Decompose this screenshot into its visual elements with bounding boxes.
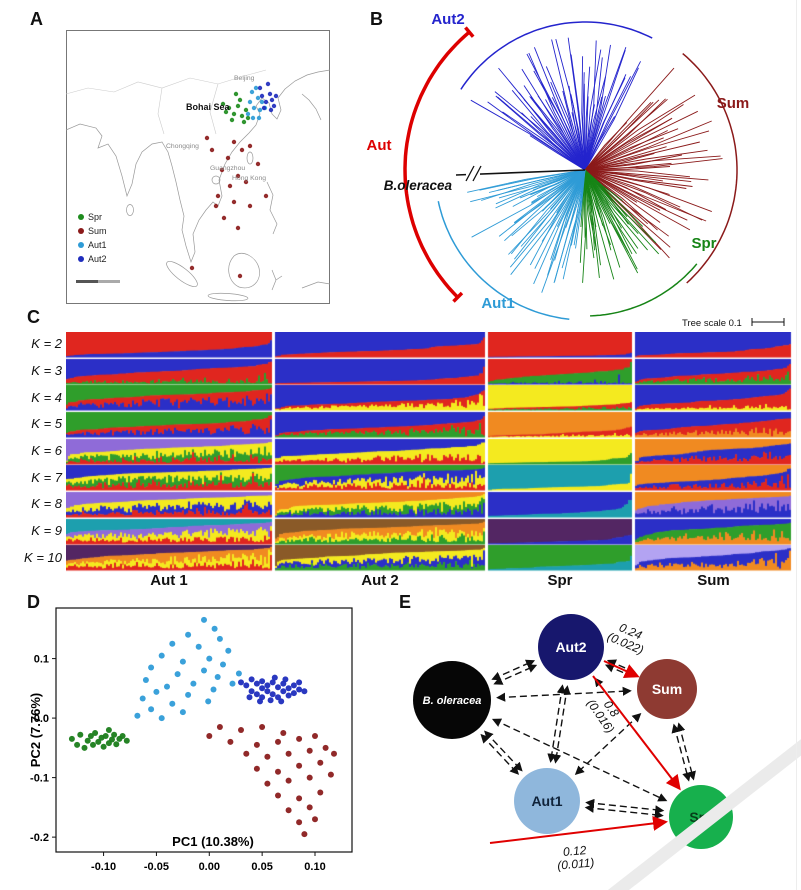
tree-cluster-Aut1 xyxy=(467,169,586,293)
panel-label-c: C xyxy=(27,307,40,327)
gene-flow-dashed-edge xyxy=(484,730,523,772)
k-row-label: K = 9 xyxy=(31,523,62,538)
map-label: Chongqing xyxy=(166,143,199,150)
gene-flow-dashed-edge xyxy=(671,723,692,782)
k-row-label: K = 7 xyxy=(31,469,62,485)
pca-series-Sum xyxy=(206,724,337,838)
panel-label-e: E xyxy=(399,592,412,612)
tree-arc xyxy=(682,53,738,284)
network-node-label: Sum xyxy=(652,681,682,697)
map-label: Beijing xyxy=(234,75,255,82)
legend-swatch-Aut2 xyxy=(78,256,84,262)
legend-label: Aut2 xyxy=(88,254,107,264)
pca-y-tick: 0.1 xyxy=(34,654,49,666)
map-label: Hong Kong xyxy=(232,175,266,182)
tree-cluster-Spr xyxy=(579,169,660,283)
pca-series-Aut2 xyxy=(238,674,308,705)
map-label: Bohai Sea xyxy=(186,102,231,112)
tree-cluster-Aut2 xyxy=(470,37,641,171)
k-row-label: K = 2 xyxy=(31,336,62,352)
gene-flow-red-edge xyxy=(489,815,668,844)
network-node-label: Aut1 xyxy=(531,793,562,809)
panel-label-b: B xyxy=(370,9,383,29)
legend-swatch-Sum xyxy=(78,228,84,234)
pca-x-tick: 0.10 xyxy=(304,861,325,873)
legend-label: Sum xyxy=(88,226,107,236)
tree-arc xyxy=(590,263,698,317)
legend-swatch-Spr xyxy=(78,214,84,220)
gene-flow-value: 0.24(0.022) xyxy=(605,617,651,657)
tree-cluster-label: Spr xyxy=(691,235,716,252)
k-row-label: K = 6 xyxy=(31,443,62,458)
pca-x-tick: 0.05 xyxy=(251,861,272,873)
population-label: Aut 1 xyxy=(150,572,188,589)
gene-flow-dashed-edge xyxy=(584,803,664,820)
tree-cluster-label: Aut1 xyxy=(481,295,514,312)
pca-x-axis-label: PC1 (10.38%) xyxy=(172,834,254,849)
network-node-aut2 xyxy=(538,614,604,680)
map-sample-points-Aut2 xyxy=(257,81,279,113)
gene-flow-value: 0.12(0.011) xyxy=(556,842,595,872)
tree-cluster-label: Aut xyxy=(367,137,392,154)
map-scale-bar xyxy=(76,280,120,283)
pca-plot: -0.10 -0.05 0.00 0.05 0.10 0.1 0.0 -0.1 -0.2 PC1 … xyxy=(28,607,353,873)
pca-x-tick: -0.05 xyxy=(144,861,169,873)
gene-flow-dashed-edge xyxy=(480,733,520,775)
map-sample-points-Sum xyxy=(189,135,269,279)
gene-flow-dashed-edge xyxy=(491,659,536,681)
population-label: Spr xyxy=(547,572,573,589)
gene-flow-network: B. oleraceaAut2SumAut1Spr0.24(0.022)0.8(… xyxy=(413,614,733,873)
panel-label-a: A xyxy=(30,9,43,29)
gene-flow-dashed-edge xyxy=(547,684,566,763)
network-node-boleracea xyxy=(413,661,491,739)
outgroup-label: B.oleracea xyxy=(384,178,453,193)
network-node-label: B. oleracea xyxy=(423,695,482,707)
page-edge-line xyxy=(796,0,797,890)
tree-arc xyxy=(403,30,471,299)
population-label: Sum xyxy=(697,572,730,589)
admixture-plot xyxy=(66,332,792,572)
gene-flow-dashed-edge xyxy=(496,686,632,702)
network-node-label: Aut2 xyxy=(555,639,586,655)
tree-scale-label: Tree scale 0.1 xyxy=(682,318,742,329)
pca-series-Spr xyxy=(68,727,130,751)
gene-flow-red-edge xyxy=(603,660,640,678)
tree-arc xyxy=(437,201,570,320)
pca-y-tick: 0.0 xyxy=(34,713,49,725)
gene-flow-dashed-edge xyxy=(606,659,636,674)
legend-label: Spr xyxy=(88,212,102,222)
tree-cluster-label: Sum xyxy=(717,95,750,112)
pca-plot-frame xyxy=(55,607,353,853)
k-row-label: K = 3 xyxy=(31,363,62,378)
pca-x-tick: -0.10 xyxy=(91,861,116,873)
pca-y-axis-label: PC2 (7.76%) xyxy=(28,693,43,767)
legend-swatch-Aut1 xyxy=(78,242,84,248)
tree-cluster-label: Aut2 xyxy=(431,11,464,28)
pca-y-tick: -0.2 xyxy=(30,832,49,844)
pca-x-tick: 0.00 xyxy=(199,861,220,873)
tree-arc xyxy=(460,21,653,90)
k-row-label: K = 4 xyxy=(31,389,62,405)
k-row-label: K = 10 xyxy=(24,549,62,565)
population-label: Aut 2 xyxy=(361,572,399,589)
k-row-label: K = 8 xyxy=(31,496,62,512)
pca-series-Aut1 xyxy=(134,616,242,722)
k-row-label: K = 5 xyxy=(31,416,62,432)
gene-flow-dashed-edge xyxy=(552,685,571,764)
map-label: Guangzhou xyxy=(210,165,245,172)
legend-label: Aut1 xyxy=(88,240,107,250)
map-frame xyxy=(66,30,330,304)
network-node-sum xyxy=(637,659,697,719)
map-sample-points-Spr xyxy=(220,91,251,125)
map-country-borders xyxy=(65,69,267,135)
panel-label-d: D xyxy=(27,592,40,612)
gene-flow-dashed-edge xyxy=(493,664,538,685)
network-node-label: Spr xyxy=(689,809,713,825)
map-coastline xyxy=(65,69,331,302)
pca-y-tick: -0.1 xyxy=(30,773,49,785)
